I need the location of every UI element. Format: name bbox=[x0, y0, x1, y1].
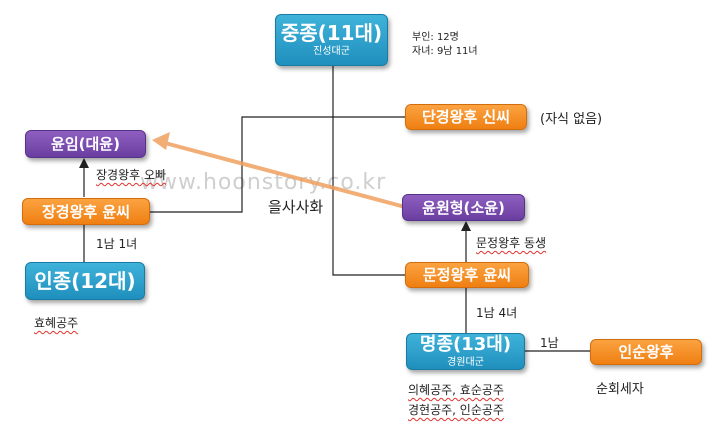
note-janggyeong-children: 1남 1녀 bbox=[96, 237, 138, 251]
node-jungjong-title: 중종(11대) bbox=[280, 21, 383, 45]
node-injong-title: 인종(12대) bbox=[34, 269, 136, 293]
note-myeongjong-daughters-1: 의혜공주, 효순공주 bbox=[408, 383, 504, 397]
note-insun-son: 순회세자 bbox=[596, 382, 644, 397]
node-jungjong-sub: 진성대군 bbox=[313, 46, 350, 57]
note-yunwonhyeong-relation: 문정왕후 동생 bbox=[476, 236, 547, 250]
note-danggyeong-none: (자식 없음) bbox=[540, 112, 603, 127]
line-jungjong-trunk bbox=[332, 66, 405, 276]
node-myeongjong-sub: 경원대군 bbox=[447, 356, 484, 368]
node-jungjong: 중종(11대) 진성대군 bbox=[275, 14, 388, 66]
node-janggyeong: 장경왕후 윤씨 bbox=[22, 198, 150, 225]
node-yunwonhyeong: 윤원형(소윤) bbox=[402, 194, 525, 221]
note-munjeong-children: 1남 4녀 bbox=[476, 306, 518, 320]
node-myeongjong-title: 명종(13대) bbox=[419, 333, 512, 355]
node-danggyeong-title: 단경왕후 신씨 bbox=[421, 108, 511, 126]
node-danggyeong: 단경왕후 신씨 bbox=[405, 104, 527, 130]
note-myeongjong-son: 1남 bbox=[540, 336, 559, 350]
node-yunwonhyeong-title: 윤원형(소윤) bbox=[422, 198, 505, 217]
note-injong-daughter: 효혜공주 bbox=[34, 316, 79, 330]
node-munjeong: 문정왕후 윤씨 bbox=[405, 262, 529, 288]
note-jungjong-wives: 부인: 12명 bbox=[412, 32, 459, 43]
node-munjeong-title: 문정왕후 윤씨 bbox=[422, 266, 512, 284]
note-yunim-relation: 장경왕후 오빠 bbox=[96, 168, 167, 182]
node-yunim: 윤임(대윤) bbox=[25, 130, 146, 158]
arrow-conflict bbox=[152, 132, 406, 209]
note-eulsa: 을사사화 bbox=[268, 198, 324, 216]
node-injong: 인종(12대) bbox=[25, 262, 145, 300]
note-jungjong-children: 자녀: 9남 11녀 bbox=[412, 46, 478, 57]
node-myeongjong: 명종(13대) 경원대군 bbox=[406, 333, 525, 370]
node-insun: 인순왕후 bbox=[590, 339, 702, 365]
node-janggyeong-title: 장경왕후 윤씨 bbox=[41, 202, 131, 221]
arrow-munjeong-to-yunwonhyeong bbox=[461, 221, 471, 262]
note-myeongjong-daughters-2: 경현공주, 인순공주 bbox=[408, 403, 504, 417]
node-yunim-title: 윤임(대윤) bbox=[51, 135, 120, 153]
arrow-janggyeong-to-yunim bbox=[79, 158, 89, 197]
node-insun-title: 인순왕후 bbox=[618, 343, 674, 361]
